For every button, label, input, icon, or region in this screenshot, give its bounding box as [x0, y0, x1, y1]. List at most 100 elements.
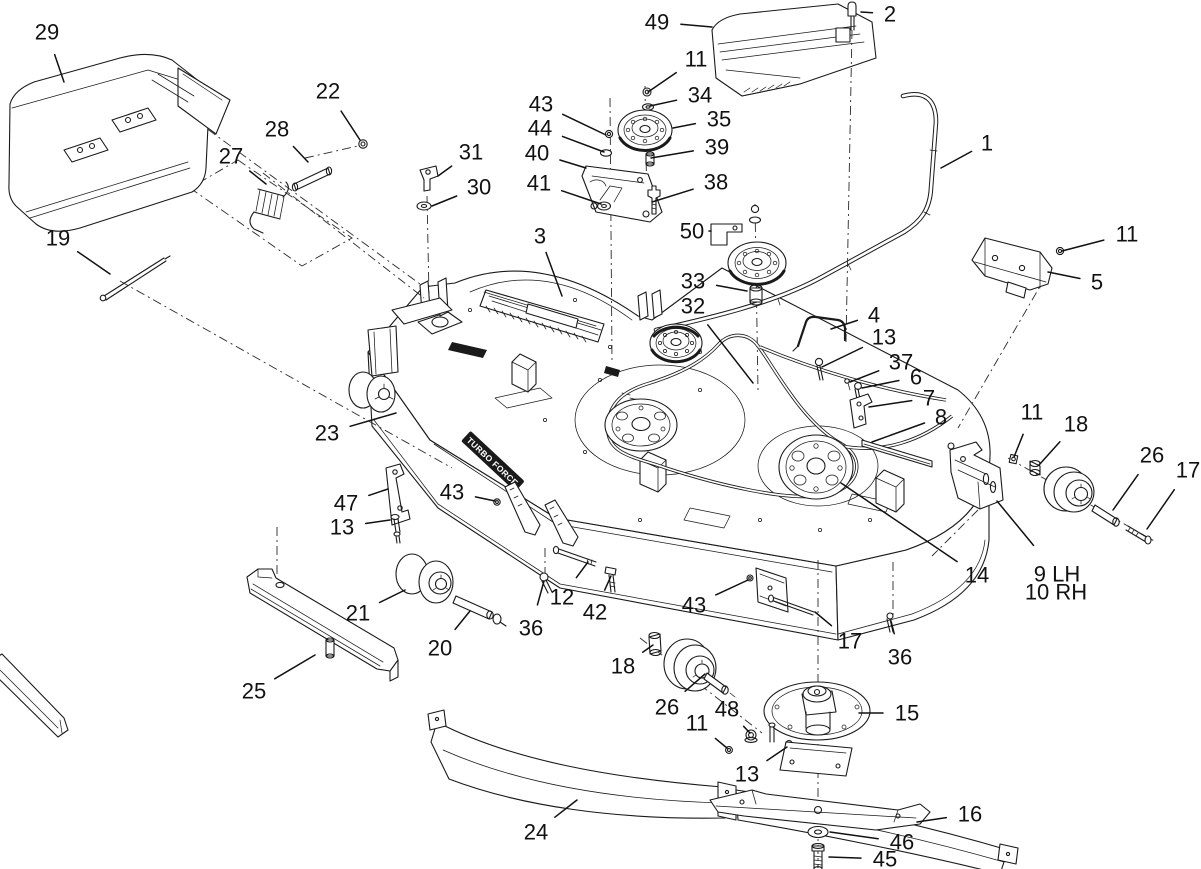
leader-36-56: [890, 620, 895, 635]
leader-14-39: [840, 482, 958, 563]
drive-belt: [606, 333, 954, 499]
leader-13-33: [364, 519, 391, 525]
leader-24-53: [554, 799, 578, 818]
blade-16: [709, 789, 931, 831]
top-baffle: [711, 3, 877, 97]
leader-13-52: [766, 746, 788, 762]
callout-39-14: 39: [705, 135, 729, 160]
leader-43-34: [474, 496, 496, 502]
callout-10-rh-41: 10 RH: [1025, 580, 1087, 605]
caster-bracket-9-10: [947, 441, 1004, 510]
leader-26-37: [1112, 473, 1139, 511]
callout-36-44: 36: [519, 616, 543, 641]
callout-11-11: 11: [685, 47, 708, 72]
callout-40-9: 40: [525, 141, 549, 166]
callout-18-36: 18: [1064, 412, 1088, 437]
leader-26-49: [684, 673, 706, 693]
callout-4-25: 4: [868, 303, 880, 328]
leader-23-31: [349, 412, 397, 428]
deck-baffle-3: [479, 289, 605, 343]
callout-16-58: 16: [958, 802, 982, 827]
callout-11-35: 11: [1021, 400, 1044, 425]
leader-3-21: [545, 251, 563, 297]
callout-32-24: 32: [681, 294, 705, 319]
callout-44-8: 44: [528, 116, 552, 141]
nut-22: [358, 139, 368, 149]
leader-49-16: [680, 23, 713, 28]
bolt-2: [847, 1, 857, 31]
leader-41-10: [560, 189, 602, 205]
front-fasteners: [539, 545, 617, 594]
caster-wheel-right: [1029, 459, 1152, 545]
leader-22-4: [340, 110, 361, 141]
callout-43-47: 43: [682, 593, 706, 618]
leader-18-36: [1038, 441, 1061, 466]
leader-4-25: [830, 319, 859, 330]
leader-11-51: [714, 737, 728, 749]
spindle-assembly-15: [763, 681, 871, 777]
leader-38-15: [651, 188, 694, 203]
callout-14-39: 14: [965, 563, 989, 588]
callout-15-57: 15: [895, 701, 919, 726]
rail-far-left: [0, 653, 69, 738]
callout-35-13: 35: [707, 107, 731, 132]
leader-39-14: [650, 150, 695, 159]
idler-bracket-assembly: [581, 87, 663, 223]
leader-30-6: [431, 195, 458, 207]
callout-11-19: 11: [1116, 222, 1139, 247]
callout-22-4: 22: [316, 79, 340, 104]
leader-36-44: [536, 580, 545, 606]
leader-42-46: [603, 575, 612, 591]
blade-washer-46: [807, 825, 829, 839]
leader-28-3: [292, 145, 309, 163]
leader-16-58: [916, 816, 948, 823]
leader-27-2: [248, 170, 267, 185]
callout-13-33: 13: [330, 515, 354, 540]
idler-pulley-35: [617, 109, 673, 152]
callout-29-0: 29: [35, 20, 59, 45]
torsion-spring: [249, 181, 289, 234]
leader-47-32: [368, 488, 389, 497]
spindle-pulley-right: [778, 434, 854, 500]
leader-8-30: [871, 422, 926, 443]
rod-17-bottom: [770, 596, 815, 616]
callout-17-38: 17: [1176, 458, 1200, 483]
callout-36-56: 36: [888, 645, 912, 670]
leader-40-9: [559, 159, 587, 169]
callout-21-42: 21: [346, 601, 370, 626]
bolt-36-bottom: [886, 612, 894, 620]
callout-7-29: 7: [923, 386, 935, 411]
leader-18-48: [641, 644, 654, 653]
leader-17-55: [814, 611, 833, 627]
leader-1-18: [940, 150, 973, 169]
leader-21-42: [378, 589, 406, 604]
leader-7-29: [868, 399, 913, 408]
callout-23-31: 23: [315, 421, 339, 446]
leader-19-1: [76, 250, 111, 275]
nut-48: [745, 729, 757, 741]
leader-9-lh-40: [996, 500, 1035, 547]
callout-37-27: 37: [889, 350, 913, 375]
callout-8-30: 8: [935, 405, 947, 430]
callout-13-26: 13: [872, 325, 896, 350]
mount-bracket-5: [971, 237, 1065, 299]
leader-17-38: [1146, 488, 1176, 530]
latch-fitting: [416, 165, 439, 211]
seal-strip-8: [861, 439, 933, 468]
handle-tube: [653, 92, 939, 333]
callout-25-54: 25: [242, 679, 266, 704]
leader-20-43: [454, 610, 471, 631]
callout-18-48: 18: [611, 654, 635, 679]
leader-6-28: [861, 379, 900, 389]
roller-shaft-20: [452, 595, 493, 620]
callout-28-3: 28: [265, 117, 289, 142]
leader-43-47: [715, 579, 749, 596]
callout-2-17: 2: [884, 2, 896, 27]
spring-rod: [291, 166, 333, 192]
leader-45-60: [828, 856, 862, 859]
callout-43-34: 43: [440, 480, 464, 505]
leader-11-19: [1061, 239, 1105, 252]
callout-6-28: 6: [910, 365, 922, 390]
